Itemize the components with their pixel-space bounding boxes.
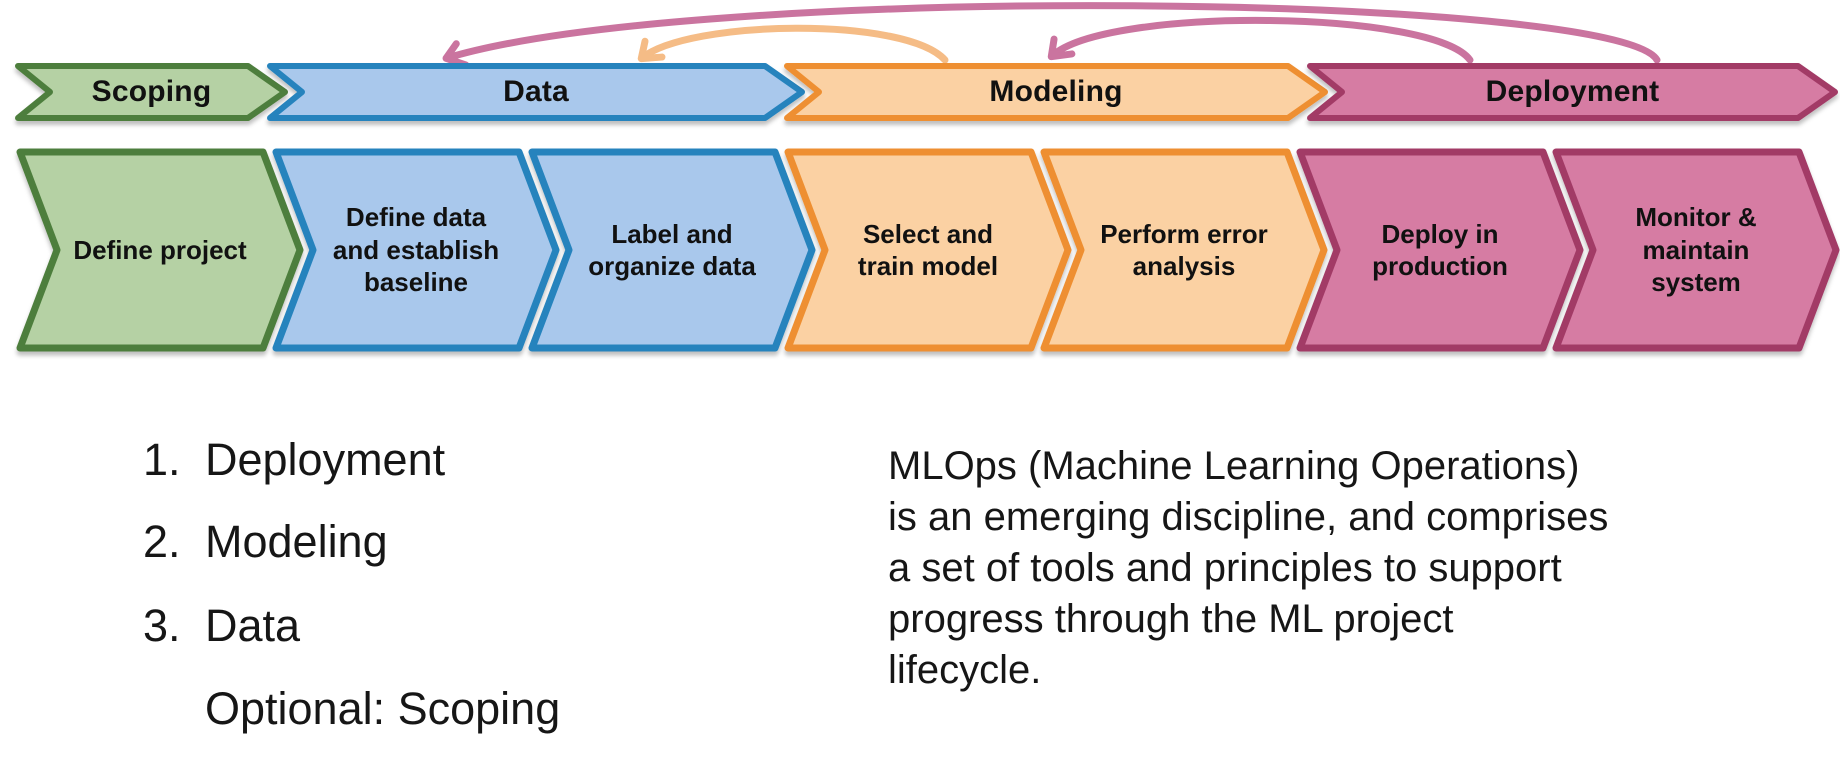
mlops-description: MLOps (Machine Learning Operations) is a… (888, 444, 1609, 692)
step-label-define-data: Define data and establish baseline (332, 202, 500, 298)
step-label-monitor-maintain: Monitor & maintain system (1635, 202, 1757, 298)
list-item-data: 3. Data (143, 599, 300, 653)
feedback-arrow-deployment-to-data (442, 2, 1661, 69)
phase-label-scoping: Scoping (91, 75, 212, 108)
step-chevron-monitor-maintain (1552, 148, 1840, 352)
step-chevron-deploy-production (1296, 148, 1584, 352)
step-label-label-organize: Label and organize data (588, 218, 756, 282)
phase-label-modeling: Modeling (989, 75, 1123, 108)
phase-chevron-scoping (15, 63, 288, 121)
step-chevron-define-data (272, 148, 560, 352)
list-label: Data (205, 600, 301, 651)
step-chevron-select-train (784, 148, 1072, 352)
phase-label-deployment: Deployment (1485, 75, 1660, 108)
phase-chevron-modeling (784, 63, 1328, 121)
step-label-error-analysis: Perform error analysis (1100, 218, 1268, 282)
list-item-deployment: 1. Deployment (143, 433, 445, 487)
list-item-modeling: 2. Modeling (143, 515, 388, 569)
list-number: 2. (143, 516, 181, 567)
step-label-deploy-production: Deploy in production (1372, 218, 1508, 282)
list-number: 1. (143, 434, 181, 485)
step-label-select-train: Select and train model (857, 218, 999, 282)
phase-chevron-deployment (1307, 63, 1838, 121)
feedback-arrow-deployment-to-modeling (1047, 17, 1474, 64)
list-label: Modeling (205, 516, 388, 567)
feedback-arrow-modeling-to-data (637, 24, 949, 64)
step-chevron-label-organize (528, 148, 816, 352)
step-label-define-project: Define project (73, 234, 247, 265)
list-number: 3. (143, 600, 181, 651)
step-chevron-define-project (16, 148, 304, 352)
list-label: Deployment (205, 434, 446, 485)
phase-label-data: Data (503, 75, 569, 108)
step-chevron-error-analysis (1040, 148, 1328, 352)
phase-chevron-data (267, 63, 805, 121)
optional-scoping-note: Optional: Scoping (205, 683, 561, 734)
lifecycle-diagram (15, 2, 1840, 352)
